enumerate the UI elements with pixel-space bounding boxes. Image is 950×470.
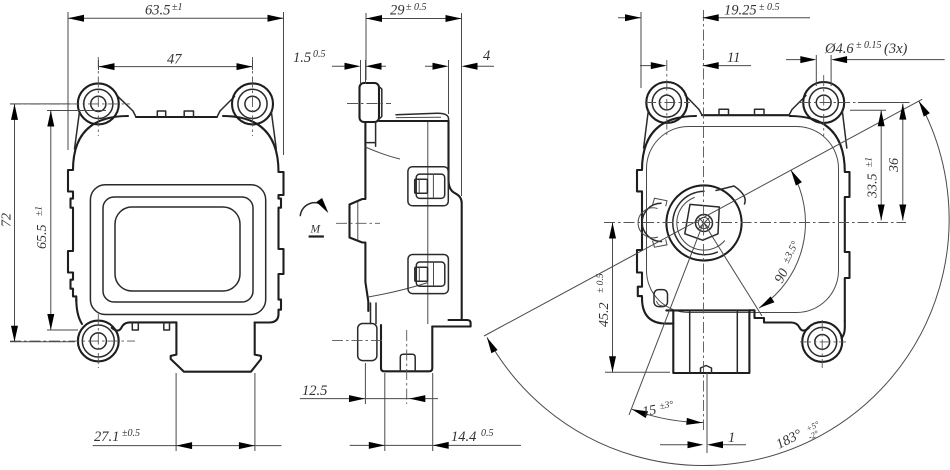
svg-text:36: 36	[887, 158, 902, 173]
svg-text:± 0.15: ± 0.15	[856, 40, 882, 51]
svg-text:0.5: 0.5	[313, 49, 326, 60]
svg-text:± 0.5: ± 0.5	[759, 2, 780, 13]
svg-text:±1: ±1	[172, 2, 183, 13]
svg-text:12.5: 12.5	[302, 383, 327, 399]
svg-text:45.2: 45.2	[597, 303, 612, 328]
svg-text:72: 72	[0, 213, 15, 227]
svg-text:1.5: 1.5	[293, 50, 311, 66]
svg-text:(3x): (3x)	[884, 41, 908, 57]
svg-text:0.5: 0.5	[481, 428, 494, 439]
svg-text:47: 47	[167, 52, 182, 68]
svg-text:90: 90	[772, 267, 792, 286]
svg-text:33.5: 33.5	[866, 174, 881, 200]
svg-text:4: 4	[483, 48, 490, 64]
svg-text:± 0.5: ± 0.5	[596, 273, 606, 293]
svg-text:65.5: 65.5	[35, 225, 50, 250]
svg-text:27.1: 27.1	[94, 429, 119, 445]
svg-text:63.5: 63.5	[145, 3, 170, 19]
svg-text:± 0.5: ± 0.5	[406, 2, 427, 13]
svg-text:±1: ±1	[35, 206, 45, 216]
svg-text:19.25: 19.25	[724, 3, 757, 19]
svg-text:29: 29	[390, 3, 405, 19]
svg-text:1: 1	[728, 430, 735, 446]
svg-text:M: M	[310, 224, 322, 236]
svg-text:±1: ±1	[865, 157, 875, 167]
svg-text:-2°: -2°	[806, 428, 820, 442]
svg-text:±3°: ±3°	[659, 399, 675, 412]
svg-text:Ø4.6: Ø4.6	[824, 41, 854, 57]
svg-text:11: 11	[727, 50, 740, 66]
svg-text:±0.5: ±0.5	[122, 428, 140, 439]
svg-text:14.4: 14.4	[451, 429, 476, 445]
svg-text:15: 15	[641, 403, 657, 420]
